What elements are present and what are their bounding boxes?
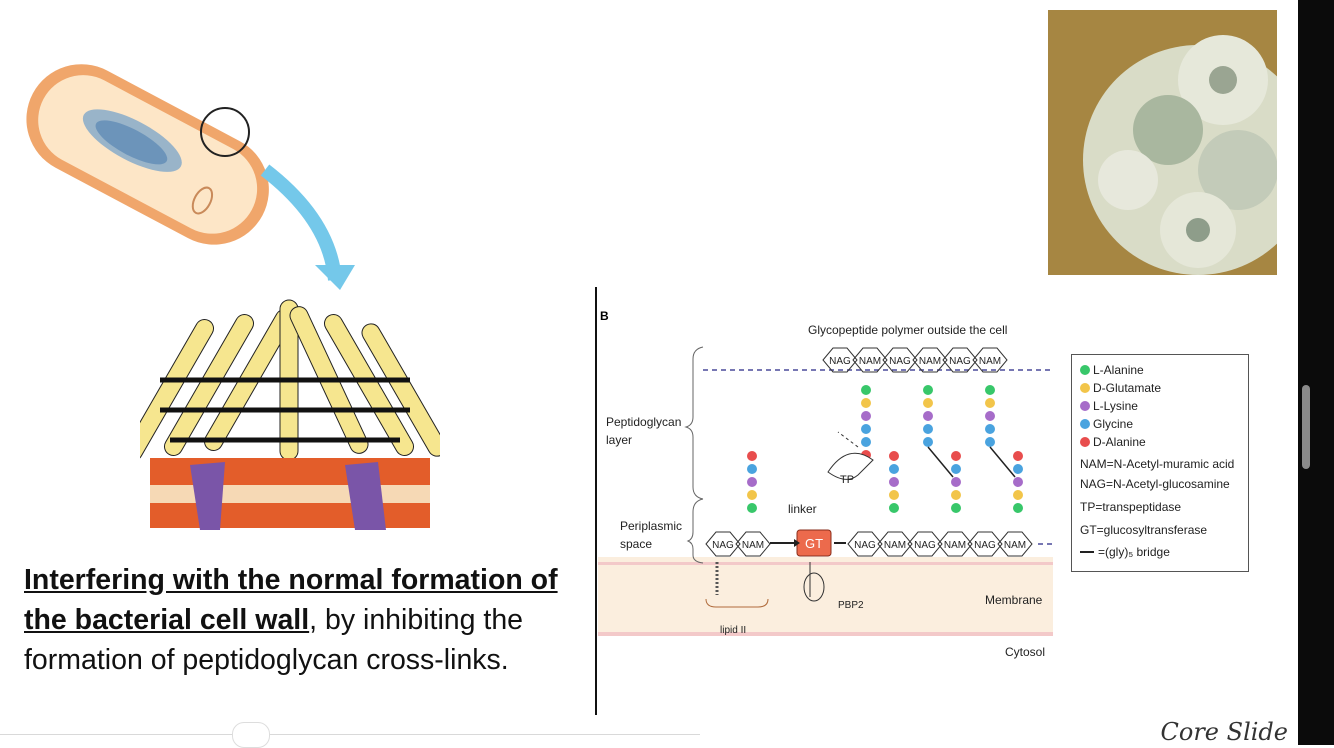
legend-item: D-Glutamate bbox=[1080, 381, 1161, 395]
legend-box: L-Alanine D-Glutamate L-Lysine Glycine D… bbox=[1071, 354, 1249, 572]
color-dot-icon bbox=[1080, 383, 1090, 393]
caption-rest-text: by inhibiting the formation of peptidogl… bbox=[24, 604, 524, 676]
legend-item: D-Alanine bbox=[1080, 435, 1146, 449]
bridge-line-icon bbox=[1080, 551, 1094, 553]
bacterium-illustration bbox=[26, 64, 355, 290]
gt-label: GT bbox=[805, 536, 823, 551]
peptidoglycan-label: Peptidoglycan bbox=[606, 415, 682, 429]
tp-label: TP bbox=[840, 474, 854, 486]
legend-label: L-Alanine bbox=[1093, 363, 1144, 377]
nam-label: NAM bbox=[859, 356, 881, 367]
legend-nam-def: NAM=N-Acetyl-muramic acid bbox=[1080, 457, 1235, 471]
periplasmic-label: Periplasmic bbox=[620, 519, 683, 533]
pbp2-label: PBP2 bbox=[838, 600, 864, 611]
color-dot-icon bbox=[1080, 401, 1090, 411]
membrane-edge bbox=[598, 632, 1053, 636]
nam-label: NAM bbox=[884, 540, 906, 551]
nag-label: NAG bbox=[974, 540, 996, 551]
nag-label: NAG bbox=[854, 540, 876, 551]
nag-label: NAG bbox=[914, 540, 936, 551]
legend-nag-def: NAG=N-Acetyl-glucosamine bbox=[1080, 477, 1230, 491]
legend-item: L-Alanine bbox=[1080, 363, 1144, 377]
legend-item: Glycine bbox=[1080, 417, 1133, 431]
color-dot-icon bbox=[1080, 419, 1090, 429]
legend-label: L-Lysine bbox=[1093, 399, 1138, 413]
legend-item: L-Lysine bbox=[1080, 399, 1138, 413]
caption-bold-text: Interfering with the normal formation of… bbox=[24, 564, 558, 636]
fungal-colony-photo bbox=[1048, 10, 1277, 275]
color-dot-icon bbox=[1080, 437, 1090, 447]
nam-label: NAM bbox=[919, 356, 941, 367]
diagram-graphics: NAG NAM NAG NAM NAG NAM NAG NAM NAG NAM … bbox=[684, 346, 1053, 608]
legend-bridge-def: =(gly)₅ bridge bbox=[1098, 545, 1170, 559]
bottom-rule bbox=[0, 734, 700, 735]
legend-label: D-Glutamate bbox=[1093, 381, 1162, 395]
legend-tp-def: TP=transpeptidase bbox=[1080, 500, 1182, 514]
membrane-band bbox=[598, 557, 1053, 632]
nam-label: NAM bbox=[742, 540, 764, 551]
legend-gt-def: GT=glucosyltransferase bbox=[1080, 523, 1208, 537]
linker-label: linker bbox=[788, 502, 817, 516]
caption-comma: , bbox=[309, 604, 318, 636]
nam-label: NAM bbox=[1004, 540, 1026, 551]
panel-label: B bbox=[600, 309, 609, 323]
nag-label: NAG bbox=[889, 356, 911, 367]
nag-label: NAG bbox=[712, 540, 734, 551]
scrollbar-thumb[interactable] bbox=[1302, 385, 1310, 469]
brand-watermark: Core Slide bbox=[1160, 718, 1288, 746]
panel-divider bbox=[595, 287, 597, 715]
legend-label: Glycine bbox=[1093, 417, 1134, 431]
nag-label: NAG bbox=[949, 356, 971, 367]
cytosol-label: Cytosol bbox=[1005, 645, 1046, 659]
peptidoglycan-label-2: layer bbox=[606, 433, 633, 447]
cell-wall-illustration bbox=[140, 299, 440, 530]
membrane-label: Membrane bbox=[985, 593, 1043, 607]
top-label: Glycopeptide polymer outside the cell bbox=[808, 323, 1008, 337]
legend-label: D-Alanine bbox=[1093, 435, 1146, 449]
periplasmic-label-2: space bbox=[620, 537, 653, 551]
lipid-label: lipid II bbox=[720, 625, 747, 636]
color-dot-icon bbox=[1080, 365, 1090, 375]
nam-label: NAM bbox=[944, 540, 966, 551]
side-panel bbox=[1298, 0, 1334, 745]
nam-label: NAM bbox=[979, 356, 1001, 367]
legend-bridge-row: =(gly)₅ bridge bbox=[1080, 545, 1170, 559]
more-options-icon[interactable] bbox=[232, 722, 270, 748]
membrane-top-edge bbox=[598, 562, 1053, 565]
peptidoglycan-diagram: B Glycopeptide polymer outside the cell … bbox=[598, 287, 1058, 687]
nag-label: NAG bbox=[829, 356, 851, 367]
slide-caption: Interfering with the normal formation of… bbox=[24, 560, 584, 680]
